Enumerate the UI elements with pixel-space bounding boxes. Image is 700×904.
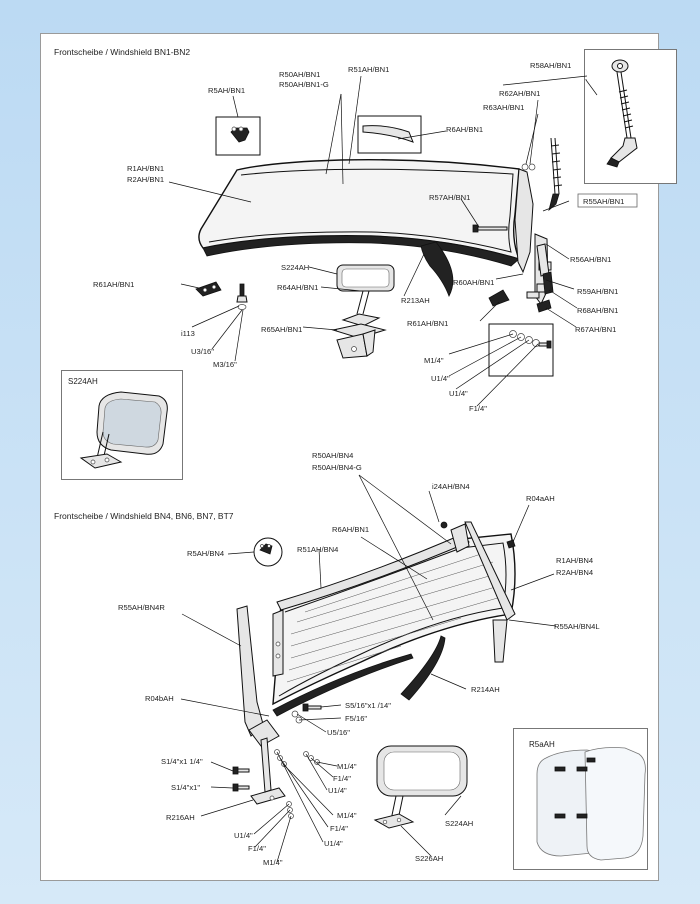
inset-s224ah-label: S224AH [68,377,98,386]
label-r04bah: R04bAH [145,694,174,703]
label-r6ah-bn1-b: R6AH/BN1 [332,525,369,534]
bn4-frame-post-right [440,521,516,663]
label-r62ah-bn1: R62AH/BN1 [499,89,540,98]
inset-r58-stay [584,49,677,184]
label-s224ah-b: S224AH [445,819,473,828]
label-r5ah-bn1: R5AH/BN1 [208,86,245,95]
bn1-r58-stay-part [606,59,638,168]
bn4-bracket-r216 [250,737,286,805]
label-r04aah: R04aAH [526,494,555,503]
label-m1-4-a: M1/4" [337,762,357,771]
label-r50ah-bn1-g: R50AH/BN1-G [279,80,329,89]
label-s5-16x1-14: S5/16"x1 /14" [345,701,391,710]
bn1-mirror-base-r65 [331,313,387,359]
label-r216ah: R216AH [166,813,195,822]
label-r64ah-bn1: R64AH/BN1 [277,283,318,292]
label-f1-4: F1/4" [469,404,487,413]
label-r59ah-bn1: R59AH/BN1 [577,287,618,296]
label-s224ah: S224AH [281,263,309,272]
label-r56ah-bn1: R56AH/BN1 [570,255,611,264]
label-m1-4-b: M1/4" [337,811,357,820]
bn1-detail-r5-box [215,116,261,156]
bn1-stay-bolt [521,137,563,212]
label-s1-4x1-1-4: S1/4"x1 1/4" [161,757,203,766]
bn1-fastener-detail-box [488,323,554,377]
label-r213ah: R213AH [401,296,430,305]
label-m1-4: M1/4" [424,356,444,365]
label-u5-16: U5/16" [327,728,350,737]
label-f1-4-c: F1/4" [248,844,266,853]
label-u1-4-a: U1/4" [431,374,450,383]
label-r50ah-bn1: R50AH/BN1 [279,70,320,79]
label-f1-4-b: F1/4" [330,824,348,833]
label-r51ah-bn1: R51AH/BN1 [348,65,389,74]
label-r58ah-bn1: R58AH/BN1 [530,61,571,70]
bn1-leader-lines [168,75,598,407]
parts-diagram-sheet: Frontscheibe / Windshield BN1-BN2 Fronts… [40,33,677,881]
label-r65ah-bn1: R65AH/BN1 [261,325,302,334]
label-r2ah-bn1: R2AH/BN1 [127,175,164,184]
bn4-frame-post-left [236,605,284,747]
label-r51ah-bn4: R51AH/BN4 [297,545,338,554]
exploded-view-drawing: R58AH/BN1 R50AH/BN1 R50AH/BN1-G R51AH/BN… [79,59,646,867]
bn4-leader-lines [180,474,557,863]
label-r63ah-bn1: R63AH/BN1 [483,103,524,112]
label-r2ah-bn4: R2AH/BN4 [556,568,593,577]
label-m3-16: M3/16" [213,360,237,369]
label-u1-4-b: U1/4" [449,389,468,398]
label-u1-4-a: U1/4" [328,786,347,795]
section-title-bn1: Frontscheibe / Windshield BN1-BN2 [54,47,191,57]
label-r1ah-bn4: R1AH/BN4 [556,556,593,565]
bn1-r61-bracket-left [195,281,222,297]
label-r57ah-bn1: R57AH/BN1 [429,193,470,202]
bn1-r57-bolt [472,224,508,233]
inset-r5aah-label: R5aAH [529,740,555,749]
label-i24ah-bn4: i24AH/BN4 [432,482,470,491]
label-r67ah-bn1: R67AH/BN1 [575,325,616,334]
bn1-mirror-s224ah [336,264,395,315]
bn4-part-labels: R50AH/BN4 R50AH/BN4-G i24AH/BN4 R04aAH R… [118,451,600,867]
bn4-mirror-s224-s226 [373,745,468,829]
label-r6ah-bn1: R6AH/BN1 [446,125,483,134]
label-r50ah-bn4: R50AH/BN4 [312,451,353,460]
label-f5-16: F5/16" [345,714,367,723]
section-title-bn4: Frontscheibe / Windshield BN4, BN6, BN7,… [54,511,234,521]
bn4-bolts [232,703,322,792]
label-s226ah: S226AH [415,854,443,863]
label-i113: i113 [181,329,195,338]
label-r5ah-bn4: R5AH/BN4 [187,549,224,558]
label-r55ah-bn4r: R55AH/BN4R [118,603,165,612]
bn4-windshield-glass [272,533,516,706]
bn1-detail-r6-box [357,115,422,154]
label-s1-4x1: S1/4"x1" [171,783,200,792]
label-m1-4-c: M1/4" [263,858,283,867]
bn1-screws-i113 [236,283,248,310]
label-r61ah-bn1-left: R61AH/BN1 [93,280,134,289]
label-u3-16: U3/16" [191,347,214,356]
bn4-detail-r5-circle [253,537,283,567]
inset-sidescreens-drawing [536,747,646,861]
bn4-seal-r214 [272,635,446,717]
label-r1ah-bn1: R1AH/BN1 [127,164,164,173]
label-r55ah-bn1: R55AH/BN1 [583,197,624,206]
bn1-part-labels: R58AH/BN1 R50AH/BN1 R50AH/BN1-G R51AH/BN… [93,61,638,413]
label-f1-4-a: F1/4" [333,774,351,783]
label-r61ah-bn1-right: R61AH/BN1 [407,319,448,328]
label-r214ah: R214AH [471,685,500,694]
label-r55ah-bn4l: R55AH/BN4L [554,622,600,631]
label-r68ah-bn1: R68AH/BN1 [577,306,618,315]
label-u1-4-c: U1/4" [324,839,343,848]
bn4-frame-top [276,523,470,611]
bn1-frame-fittings [526,243,554,299]
label-r60ah-bn1: R60AH/BN1 [453,278,494,287]
label-r50ah-bn4-g: R50AH/BN4-G [312,463,362,472]
label-u1-4-b: U1/4" [234,831,253,840]
inset-mirror-drawing [79,391,168,469]
